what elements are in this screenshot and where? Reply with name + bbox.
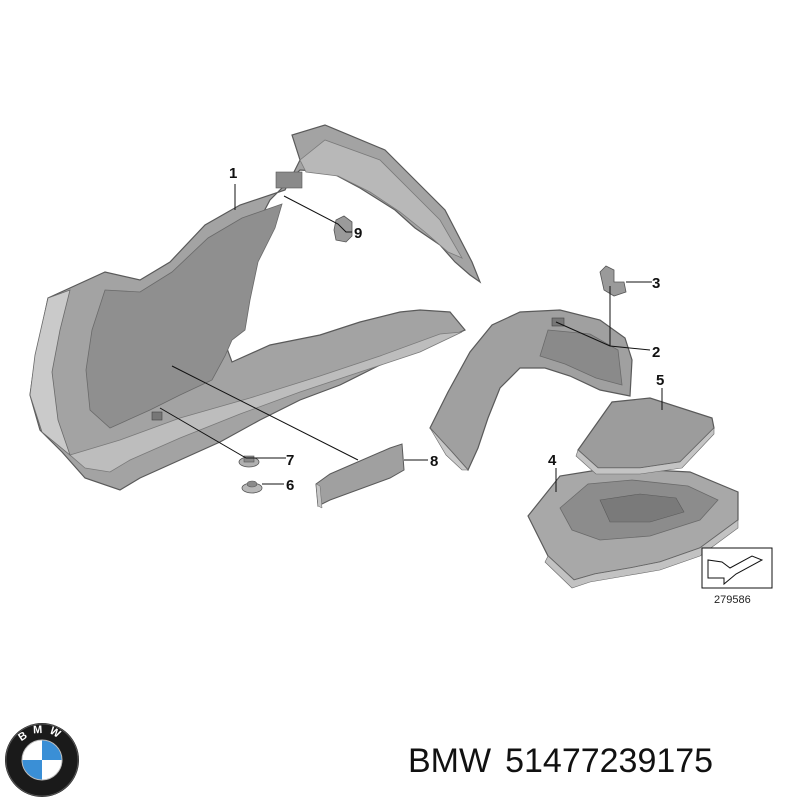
callout-1: 1 (229, 165, 237, 182)
callout-4: 4 (548, 452, 557, 469)
part-2-front-edge (429, 427, 469, 471)
part-1-body (29, 124, 482, 491)
part-2-clip-slot (551, 317, 565, 327)
leader-2 (555, 286, 651, 351)
part-4-compartment (599, 493, 685, 523)
part-4-storage-tray (527, 467, 739, 589)
leader-9 (283, 195, 352, 233)
part-1-upper-tab (275, 171, 303, 189)
bmw-logo-icon: BMW (5, 723, 79, 797)
callout-6: 6 (286, 477, 294, 494)
diagram-ref-number: 279586 (714, 594, 751, 606)
part-1-lower-shelf (69, 331, 463, 473)
part-7-fastener (238, 455, 260, 468)
callout-7: 7 (286, 452, 294, 469)
part-8-cover-strip (315, 443, 405, 509)
part-2-inner-face (539, 329, 623, 386)
part-4-front-lip (544, 519, 739, 589)
callout-8: 8 (430, 453, 438, 470)
leader-lines (159, 184, 663, 492)
part-number: 51477239175 (505, 741, 714, 780)
part-3-clip (599, 265, 627, 297)
callout-5: 5 (656, 372, 664, 389)
callout-9: 9 (354, 225, 362, 242)
leader-8 (171, 365, 428, 461)
part-1-upper-pillar-trim (299, 139, 463, 259)
callout-2: 2 (652, 344, 660, 361)
reference-arrow-icon (707, 555, 764, 586)
diagram-reference-box: 279586 (701, 547, 773, 606)
brand-name: BMW (408, 741, 492, 780)
part-1-inner-face (85, 203, 283, 429)
part-2-wheel-arch-cover (429, 309, 633, 472)
part-1-clip-slot (151, 411, 163, 421)
part-1-end-cap (29, 289, 71, 457)
part-caption: BMW 51477239175 (408, 736, 713, 786)
part-5-tray-lid (575, 397, 715, 475)
part-6-fastener (241, 480, 263, 494)
callout-3: 3 (652, 275, 660, 292)
part-1-side-trim-panel (29, 124, 482, 491)
leader-7 (159, 407, 286, 459)
